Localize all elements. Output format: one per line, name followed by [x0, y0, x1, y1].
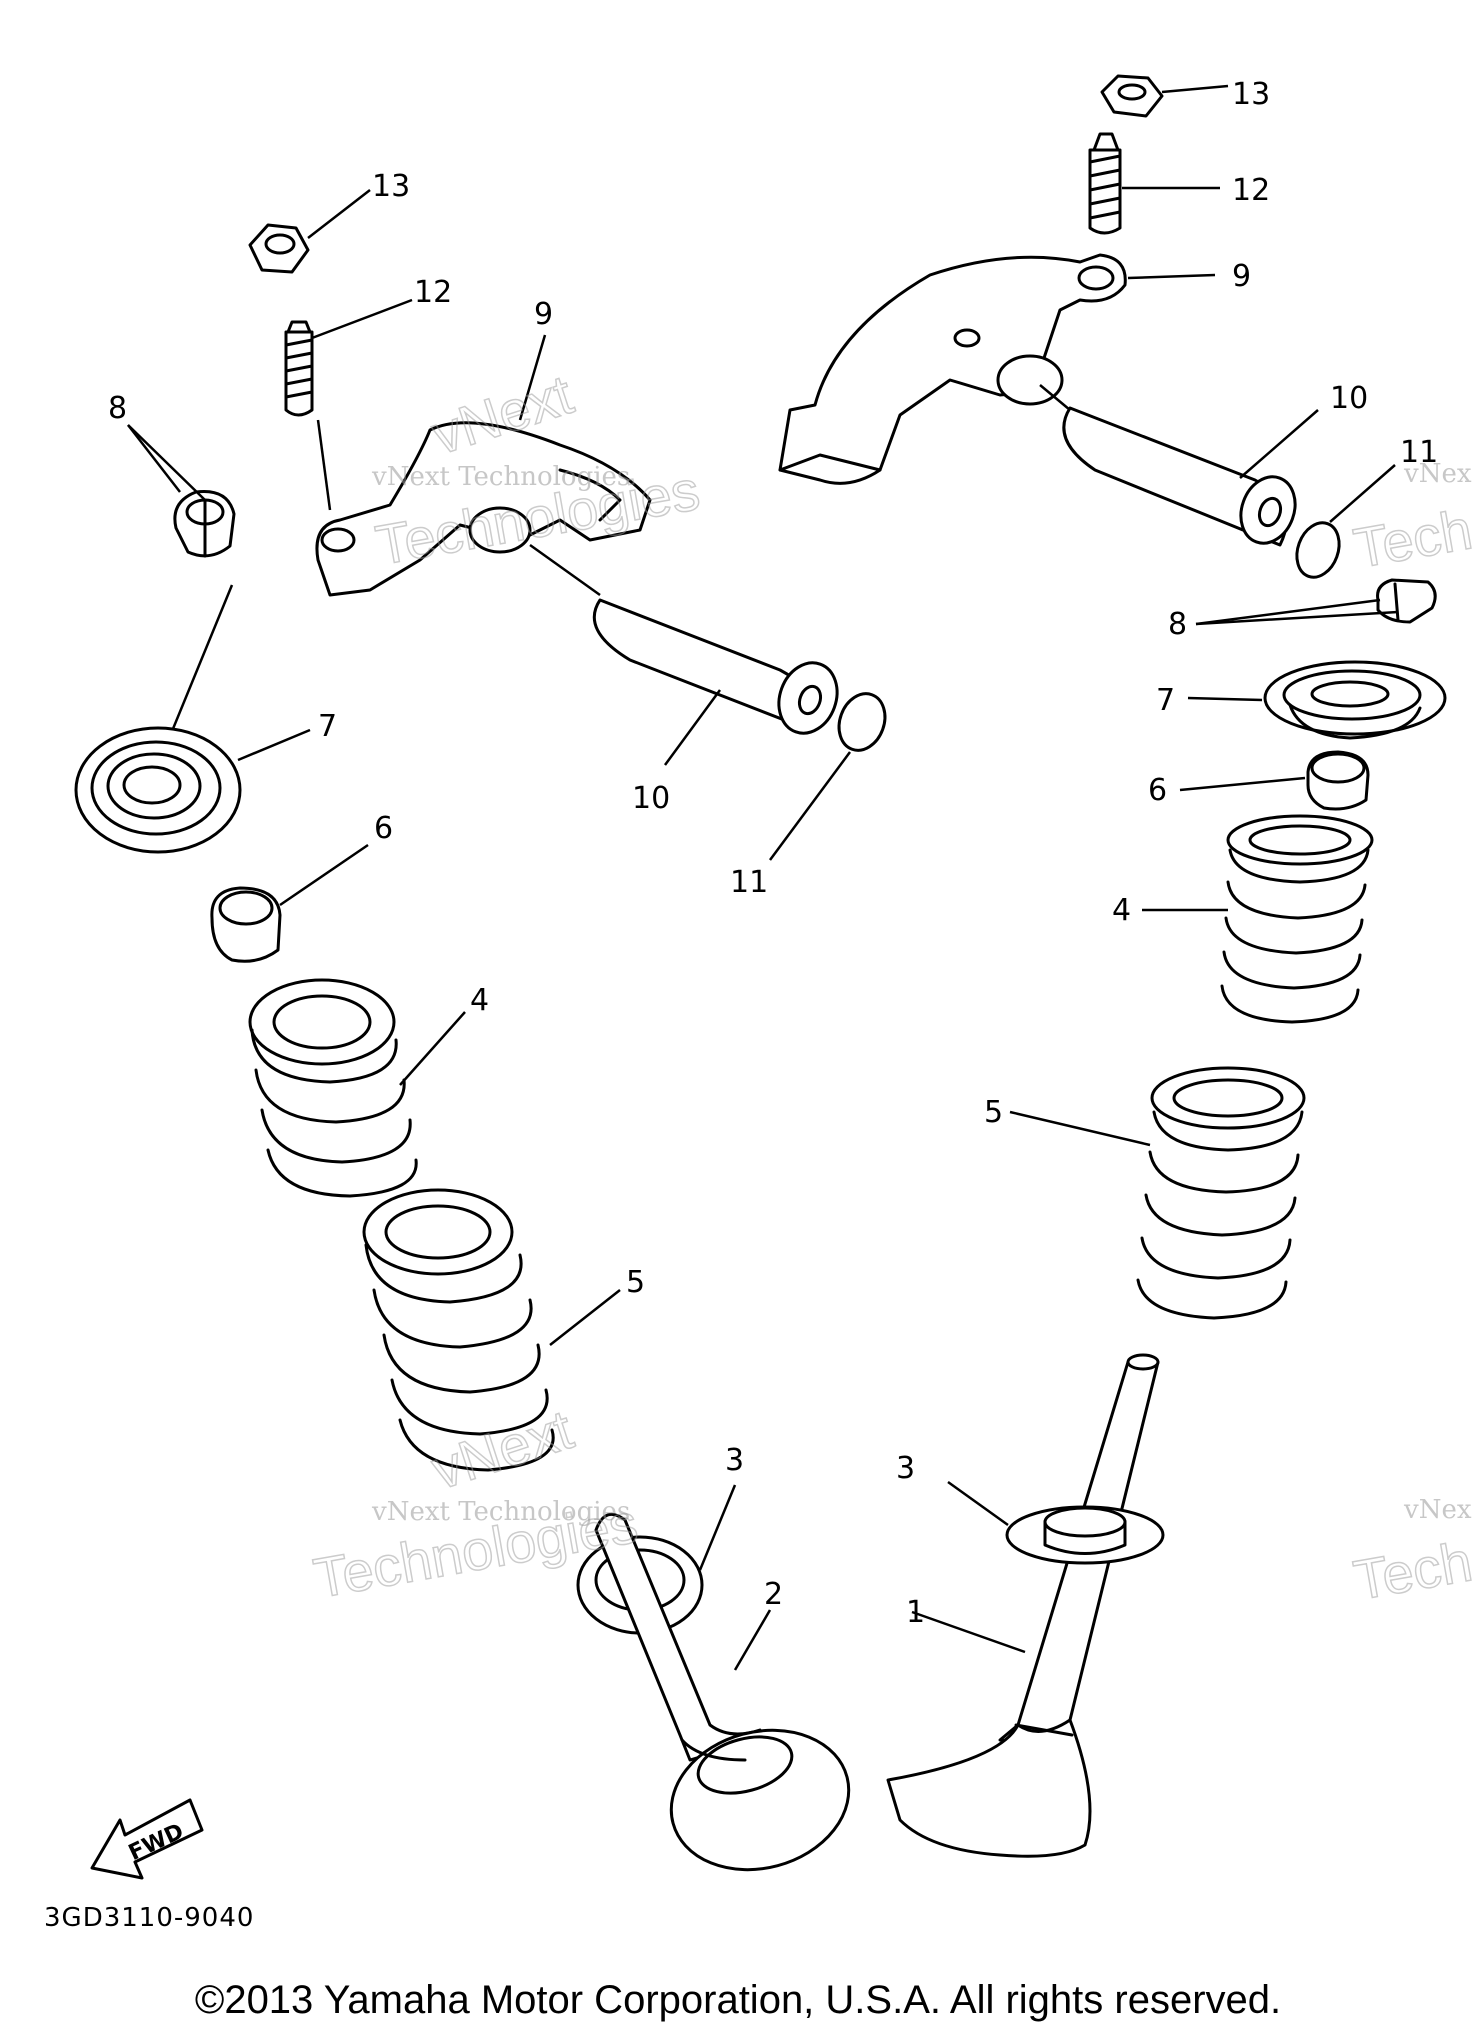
callout-4-left: 4	[470, 983, 489, 1018]
watermark-edge: vNex	[1403, 1495, 1472, 1525]
spring-retainer-left	[74, 726, 242, 854]
callout-1: 1	[906, 1595, 925, 1630]
adjusting-screw-right	[1088, 132, 1122, 235]
outer-valve-spring-left	[362, 1188, 555, 1472]
rocker-arm-right	[778, 253, 1127, 485]
o-ring-left	[837, 692, 887, 752]
callout-10-right: 10	[1330, 381, 1368, 416]
callout-8-right: 8	[1168, 607, 1187, 642]
callout-12-right: 12	[1232, 173, 1270, 208]
valve-cotter-left	[173, 489, 236, 558]
watermark-big: vNext	[424, 1397, 580, 1501]
callout-3-right: 3	[896, 1451, 915, 1486]
rocker-arm-left	[315, 421, 652, 597]
nut-right	[1100, 74, 1164, 118]
valve-right	[886, 1353, 1160, 1858]
callout-7-right: 7	[1156, 683, 1175, 718]
callout-8-left: 8	[108, 391, 127, 426]
watermark-text: vNext Technologies	[371, 462, 630, 492]
callout-4-right: 4	[1112, 893, 1131, 928]
callout-9-right: 9	[1232, 259, 1251, 294]
fwd-arrow-icon: FWD	[90, 1798, 204, 1880]
outer-valve-spring-right	[1136, 1066, 1306, 1320]
rocker-shaft-left	[592, 598, 839, 735]
callout-7-left: 7	[318, 709, 337, 744]
watermark-edge: Tech	[1349, 497, 1476, 580]
callout-13-right: 13	[1232, 77, 1270, 112]
callout-5-left: 5	[626, 1265, 645, 1300]
callout-3-left: 3	[725, 1443, 744, 1478]
callout-11-right: 11	[1400, 435, 1438, 470]
callout-11-left: 11	[730, 865, 768, 900]
callout-10-left: 10	[632, 781, 670, 816]
spring-seat-right	[1005, 1505, 1165, 1565]
nut-left	[248, 223, 310, 274]
watermark-edge: vNex	[1403, 459, 1472, 489]
callout-6-right: 6	[1148, 773, 1167, 808]
diagram-code: 3GD3110-9040	[44, 1903, 254, 1933]
callout-5-right: 5	[984, 1095, 1003, 1130]
copyright-notice: ©2013 Yamaha Motor Corporation, U.S.A. A…	[194, 1978, 1282, 2022]
inner-valve-spring-right	[1220, 814, 1374, 1024]
valve-stem-seal-right	[1306, 750, 1370, 811]
spring-retainer-right	[1263, 660, 1447, 740]
callout-2: 2	[764, 1577, 783, 1612]
valve-stem-seal-left	[210, 886, 282, 963]
rocker-shaft-right	[1039, 384, 1297, 547]
watermark-edge: Tech	[1349, 1529, 1476, 1612]
callout-13-left: 13	[372, 169, 410, 204]
valve-cotter-right	[1376, 578, 1437, 624]
o-ring-right	[1295, 521, 1341, 579]
inner-valve-spring-left	[248, 978, 418, 1198]
valve-left	[594, 1512, 851, 1872]
callout-9-left: 9	[534, 297, 553, 332]
callout-6-left: 6	[374, 811, 393, 846]
adjusting-screw-left	[284, 320, 314, 417]
callout-12-left: 12	[414, 275, 452, 310]
watermark-text: vNext Technologies	[371, 1497, 630, 1527]
